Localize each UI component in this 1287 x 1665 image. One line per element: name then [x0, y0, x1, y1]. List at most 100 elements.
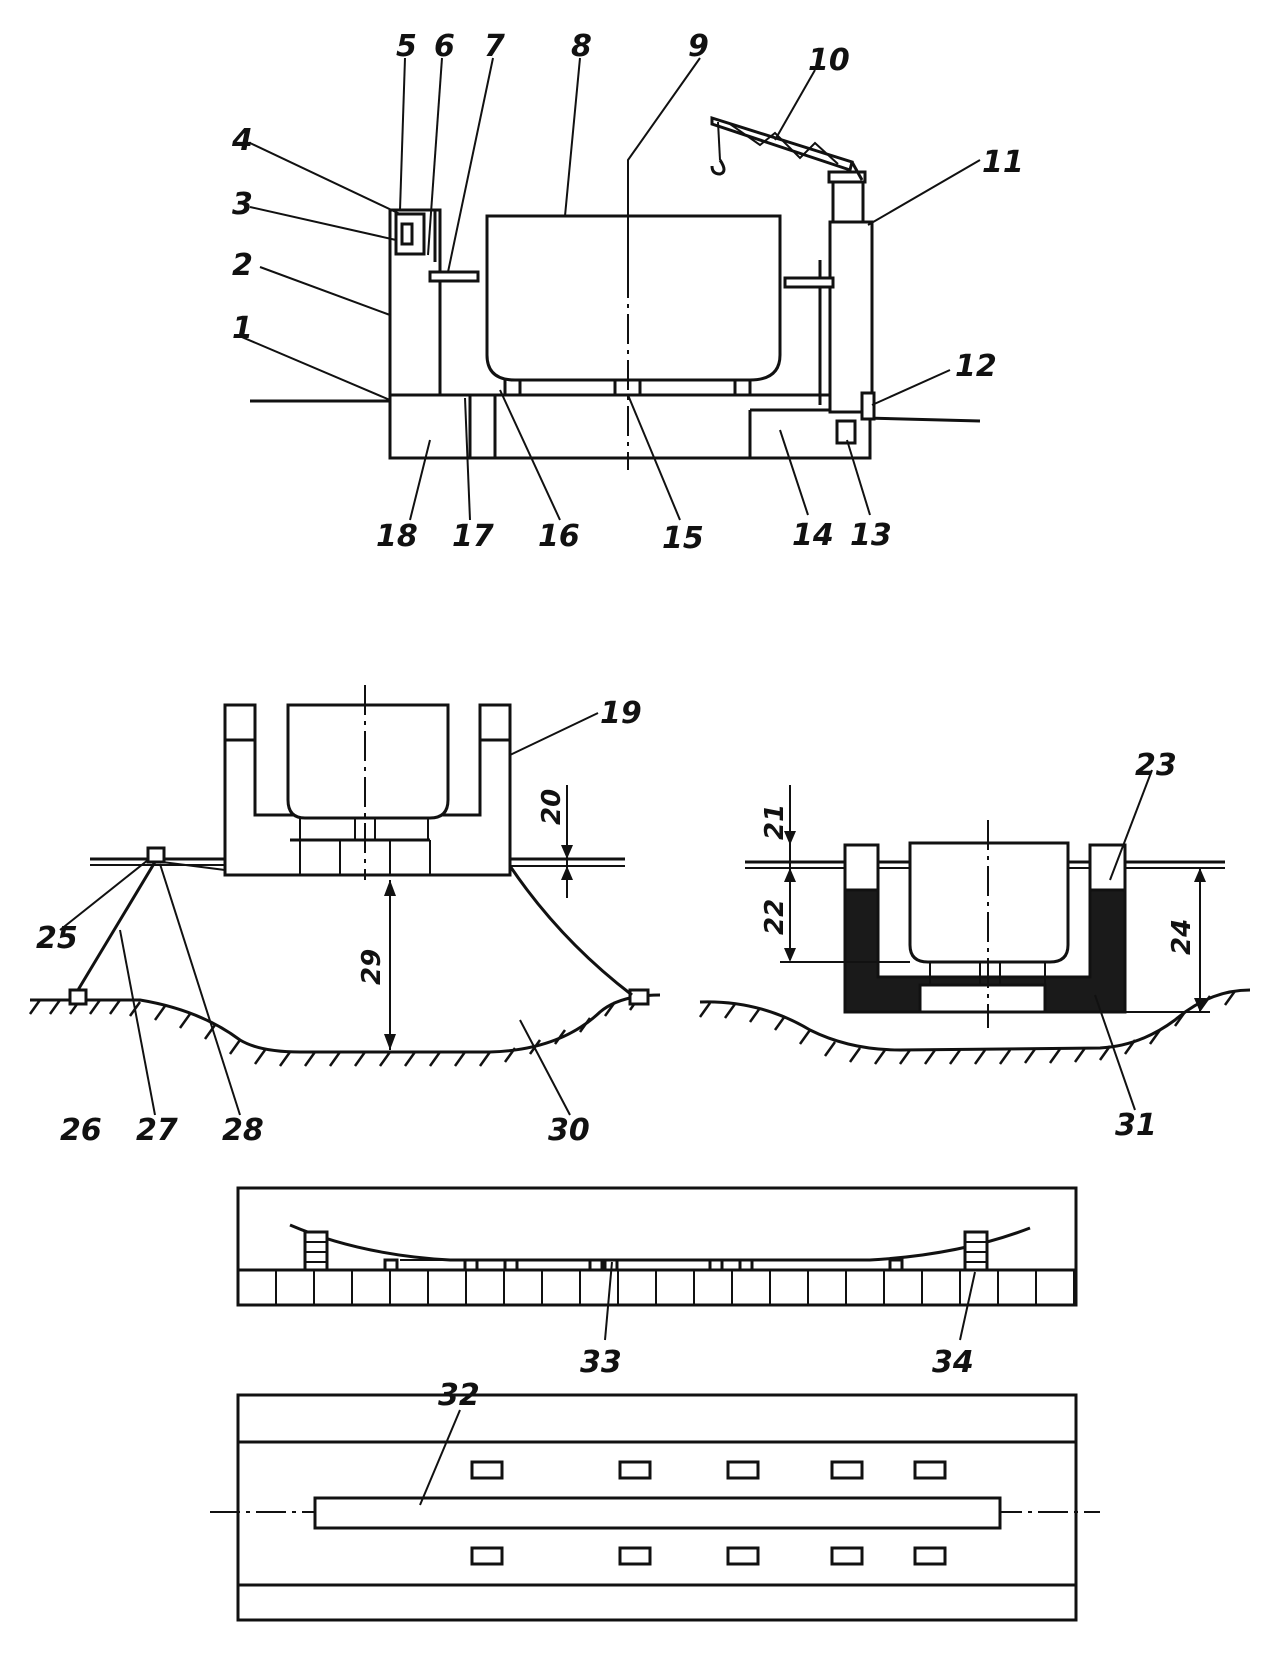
leader-12 [871, 369, 951, 406]
callout-16: 16 [538, 519, 580, 554]
figure-a-dock-section: 1 2 3 4 5 6 7 8 9 10 11 12 13 14 15 16 1… [231, 29, 1024, 556]
leader-6 [427, 57, 443, 256]
callout-10: 10 [808, 43, 850, 78]
callout-15: 15 [662, 521, 704, 556]
wall-top-left [843, 843, 880, 892]
callout-23: 23 [1135, 748, 1177, 783]
callout-2: 2 [232, 248, 253, 283]
keel-blocks [918, 983, 1047, 1014]
callout-9: 9 [688, 29, 709, 64]
side-shore-left [428, 270, 480, 283]
leader-33 [604, 1261, 613, 1341]
leader-27 [119, 929, 156, 1116]
leader-31 [1094, 994, 1136, 1111]
callout-26: 26 [60, 1113, 102, 1148]
buoy [146, 846, 166, 864]
arrow-head [784, 831, 796, 845]
sea-bed [30, 993, 661, 1054]
dock-base-slab [388, 393, 872, 460]
keel-blocks [383, 1258, 904, 1272]
callout-30: 30 [548, 1113, 590, 1148]
mooring-line [161, 861, 226, 871]
callout-14: 14 [792, 518, 834, 553]
dock-pontoon [223, 703, 512, 877]
callout-19: 19 [600, 696, 642, 731]
arrow-head [384, 1034, 396, 1050]
right-wall [828, 220, 874, 414]
callout-18: 18 [376, 519, 418, 554]
leader-10 [774, 69, 816, 141]
leader-16 [499, 389, 561, 521]
pump [835, 419, 857, 445]
anchor-left [68, 988, 88, 1006]
callout-13: 13 [850, 518, 892, 553]
callout-1: 1 [232, 311, 253, 346]
ship-hull [286, 703, 450, 820]
callout-7: 7 [484, 29, 505, 64]
callout-3: 3 [232, 187, 253, 222]
callout-32: 32 [438, 1378, 480, 1413]
leader-9 [627, 57, 701, 268]
callout-31: 31 [1115, 1108, 1157, 1143]
valve [860, 391, 876, 421]
crane-turntable [827, 170, 867, 184]
callout-11: 11 [982, 145, 1024, 180]
wall-top-right [1088, 843, 1127, 892]
anchor-chain-right [508, 865, 633, 997]
crane-rope [717, 121, 721, 161]
callout-8: 8 [571, 29, 592, 64]
callout-33: 33 [580, 1345, 622, 1380]
callout-6: 6 [434, 29, 455, 64]
arrow-head [561, 845, 573, 859]
arrow-head [561, 866, 573, 880]
side-blocks-top [470, 1460, 947, 1480]
sea-bed-hatching [698, 990, 1237, 1065]
leader-34 [959, 1271, 976, 1341]
leader-30 [519, 1019, 571, 1116]
figure-c-submerged-dock: 21 22 23 24 31 [698, 748, 1251, 1143]
leader-25 [59, 859, 149, 931]
leader-17 [464, 397, 471, 521]
bilge-block-left [303, 1230, 329, 1272]
callout-20: 20 [537, 789, 567, 825]
leader-28 [159, 863, 241, 1116]
callout-24: 24 [1167, 919, 1197, 955]
arrow-head [384, 880, 396, 896]
ship-keel-plan [313, 1496, 1002, 1530]
figure-e-plan-view: 32 [210, 1378, 1100, 1622]
callout-4: 4 [231, 123, 253, 158]
arrow-head [1194, 998, 1206, 1012]
leader-1 [236, 334, 391, 401]
leader-4 [249, 142, 401, 215]
figure-b-floating-dock: 19 20 25 26 27 28 29 30 [28, 685, 661, 1148]
sea-bed-hatching [28, 995, 642, 1067]
leader-8 [564, 57, 581, 217]
crane-column [831, 176, 865, 224]
side-shore-right [783, 276, 835, 289]
leader-19 [509, 712, 599, 756]
callout-5: 5 [396, 29, 417, 64]
callout-21: 21 [760, 804, 790, 840]
leader-15 [627, 394, 681, 521]
callout-27: 27 [136, 1113, 178, 1148]
callout-25: 25 [36, 921, 78, 956]
leader-18 [409, 439, 431, 521]
arrow-head [1194, 868, 1206, 882]
callout-28: 28 [222, 1113, 264, 1148]
cabin-window [400, 222, 414, 246]
leader-7 [447, 57, 494, 273]
leader-3 [249, 206, 397, 241]
anchor-right [628, 988, 650, 1006]
crane-stay [850, 161, 864, 181]
crane-truss [729, 123, 839, 165]
callout-34: 34 [932, 1345, 974, 1380]
side-blocks-bottom [470, 1546, 947, 1566]
leader-14 [779, 429, 809, 516]
bilge-block-right [963, 1230, 989, 1272]
leader-11 [867, 159, 981, 226]
crane-jib [710, 115, 854, 172]
callout-22: 22 [760, 899, 790, 935]
arrow-head [784, 868, 796, 882]
leader-2 [259, 266, 391, 316]
